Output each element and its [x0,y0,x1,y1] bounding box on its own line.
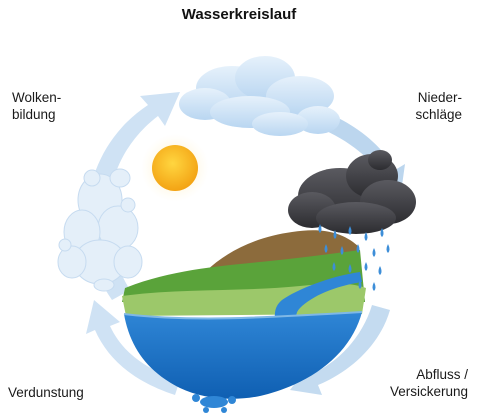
label-precipitation-line2: schläge [415,107,462,122]
cloud-icon [179,56,340,136]
label-cloud-formation: Wolken- bildung [12,89,61,123]
diagram-title: Wasserkreislauf [181,6,297,23]
water-icon [192,394,236,413]
label-precipitation-line1: Nieder- [417,90,462,105]
label-precipitation: Nieder- schläge [415,89,462,123]
sun-icon [141,134,209,202]
raindrop-icon [318,224,390,291]
label-evaporation-line1: Verdunstung [8,385,84,400]
label-cloud-formation-line1: Wolken- [12,90,62,105]
vapor-bubbles [57,168,143,292]
label-runoff: Abfluss / Versickerung [390,366,468,400]
label-evaporation: Verdunstung [8,384,84,401]
label-cloud-formation-line2: bildung [12,107,56,122]
rain-cloud-icon [288,150,416,234]
label-runoff-line2: Versickerung [389,384,468,399]
landscape-icon [122,230,366,399]
label-runoff-line1: Abfluss / [416,367,468,382]
